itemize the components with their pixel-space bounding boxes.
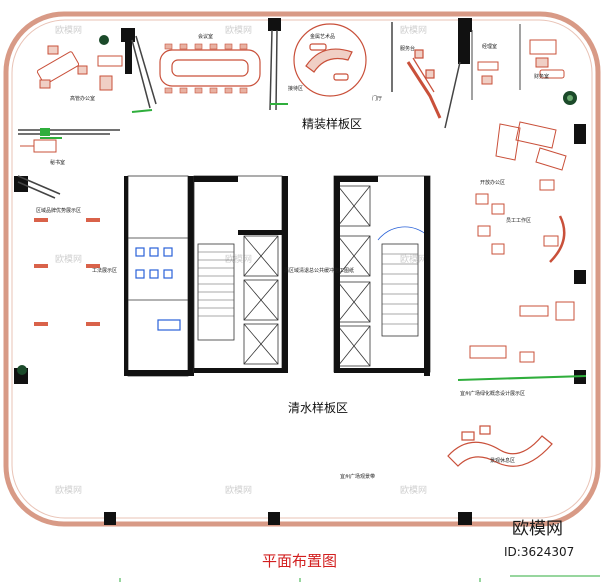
manager-rooms xyxy=(471,24,565,100)
label-craft: 工法展示区 xyxy=(92,267,117,274)
label-reception: 服务台 xyxy=(400,45,415,52)
label-finance: 财务室 xyxy=(534,73,549,80)
label-gate: 门厅 xyxy=(372,95,382,102)
toilet-block xyxy=(124,175,194,377)
zone-finished: 精装样板区 xyxy=(302,116,362,131)
exterior-wall xyxy=(3,11,601,527)
meeting-table xyxy=(159,43,261,94)
label-leisure: 景观休息区 xyxy=(490,457,515,464)
reception-counters xyxy=(406,49,442,119)
executive-furniture xyxy=(36,45,123,91)
label-brand: 区域品牌优势展示区 xyxy=(36,207,81,214)
watermark-tile: 欧模网 xyxy=(400,24,427,36)
label-gallery-note: 宜州广场观景带 xyxy=(340,473,375,480)
label-secretary: 秘书室 xyxy=(50,159,65,166)
watermark-tile: 欧模网 xyxy=(55,24,82,36)
plant-icon xyxy=(17,35,577,375)
label-executive: 高管办公室 xyxy=(70,95,95,102)
secretary-desk xyxy=(20,128,57,153)
core-right xyxy=(333,175,431,376)
watermark-tile: 欧模网 xyxy=(225,253,252,265)
green-glass xyxy=(40,103,587,381)
watermark-tile: 欧模网 xyxy=(225,24,252,36)
partitions xyxy=(17,22,461,199)
watermark-tile: 欧模网 xyxy=(55,253,82,265)
core-left xyxy=(193,175,288,373)
gallery-lounge xyxy=(293,23,367,97)
scale-ticks xyxy=(119,575,600,582)
label-manager: 经理室 xyxy=(482,43,497,50)
watermark-tile: 欧模网 xyxy=(225,484,252,496)
watermark-brand: 欧模网 xyxy=(512,519,563,539)
label-meeting: 会议室 xyxy=(198,33,213,40)
room-labels: 会议室 金属艺术品 高管办公室 秘书室 服务台 接待区 门厅 经理室 财务室 开… xyxy=(36,33,549,480)
label-open-office: 开放办公区 xyxy=(480,179,505,186)
watermark-tiles: 欧模网 欧模网 欧模网 欧模网 欧模网 欧模网 欧模网 欧模网 欧模网 xyxy=(55,24,427,496)
watermark-tile: 欧模网 xyxy=(400,484,427,496)
watermark-tile: 欧模网 xyxy=(400,253,427,265)
serpentine-sofa xyxy=(447,425,553,467)
zone-bare: 清水样板区 xyxy=(288,400,348,415)
open-office-desks xyxy=(469,121,575,363)
label-staff-work: 员工工作区 xyxy=(506,217,531,224)
label-core-note: 清区域清退总公共缓冲施工图纸 xyxy=(284,267,354,274)
display-blocks xyxy=(34,218,100,326)
label-tianyue: 宜州广场绿化概念设计展示区 xyxy=(460,390,525,397)
label-gallery: 金属艺术品 xyxy=(310,33,335,40)
drawing-title: 平面布置图 xyxy=(262,552,337,570)
watermark-id: ID:3624307 xyxy=(504,545,574,559)
watermark-tile: 欧模网 xyxy=(55,484,82,496)
label-front-desk: 接待区 xyxy=(288,85,303,92)
